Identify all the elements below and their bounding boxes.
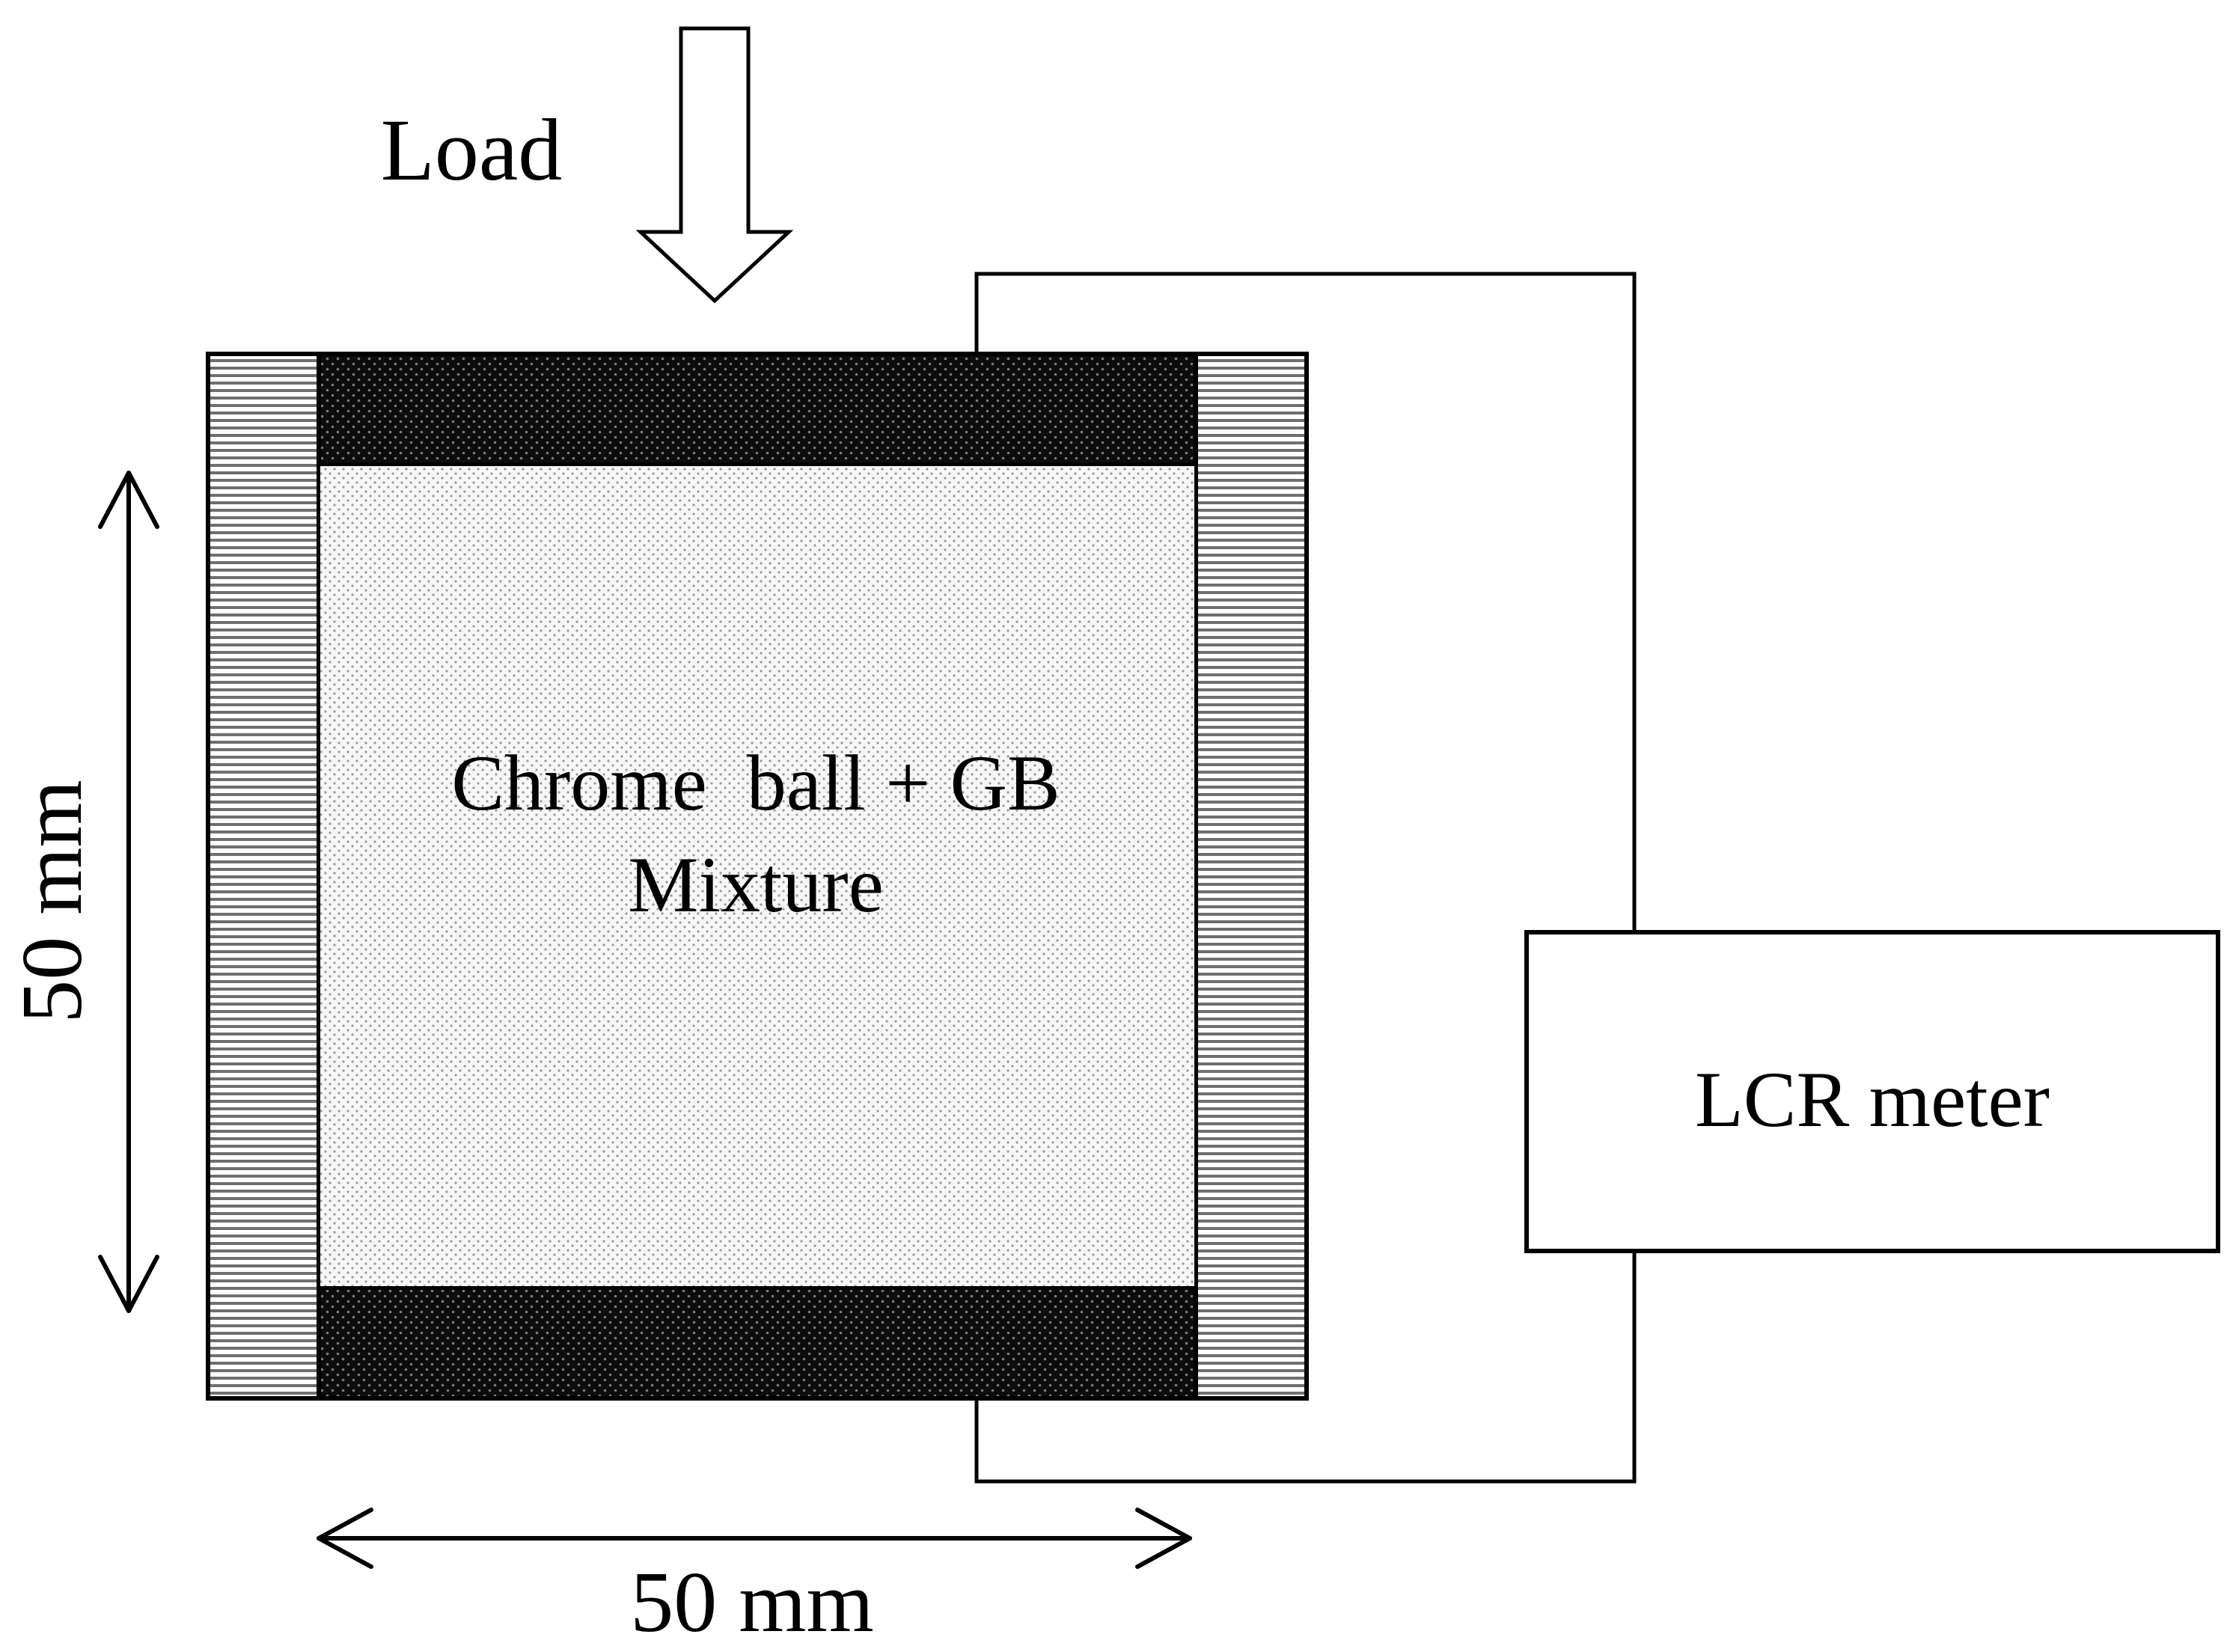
lcr-meter-box (1524, 930, 2220, 1253)
top-electrode (317, 352, 1198, 467)
sample-cell (206, 352, 1309, 1401)
right-wall (1194, 352, 1309, 1401)
load-arrow-icon (635, 26, 794, 304)
left-wall (206, 352, 321, 1401)
mixture-region (317, 463, 1197, 1289)
sample-label-line2: Mixture (628, 841, 884, 929)
circuit-wire (974, 272, 1637, 1484)
height-dimension-arrow-icon (98, 471, 159, 1313)
load-label: Load (381, 101, 562, 199)
height-dimension-label: 50 mm (4, 780, 100, 1023)
width-dimension-arrow-icon (317, 1508, 1192, 1569)
width-dimension-label: 50 mm (630, 1555, 873, 1651)
bottom-electrode (317, 1285, 1198, 1401)
lcr-meter-label: LCR meter (1695, 1056, 2050, 1143)
sample-label-line1: Chrome ball + GB (451, 739, 1060, 827)
